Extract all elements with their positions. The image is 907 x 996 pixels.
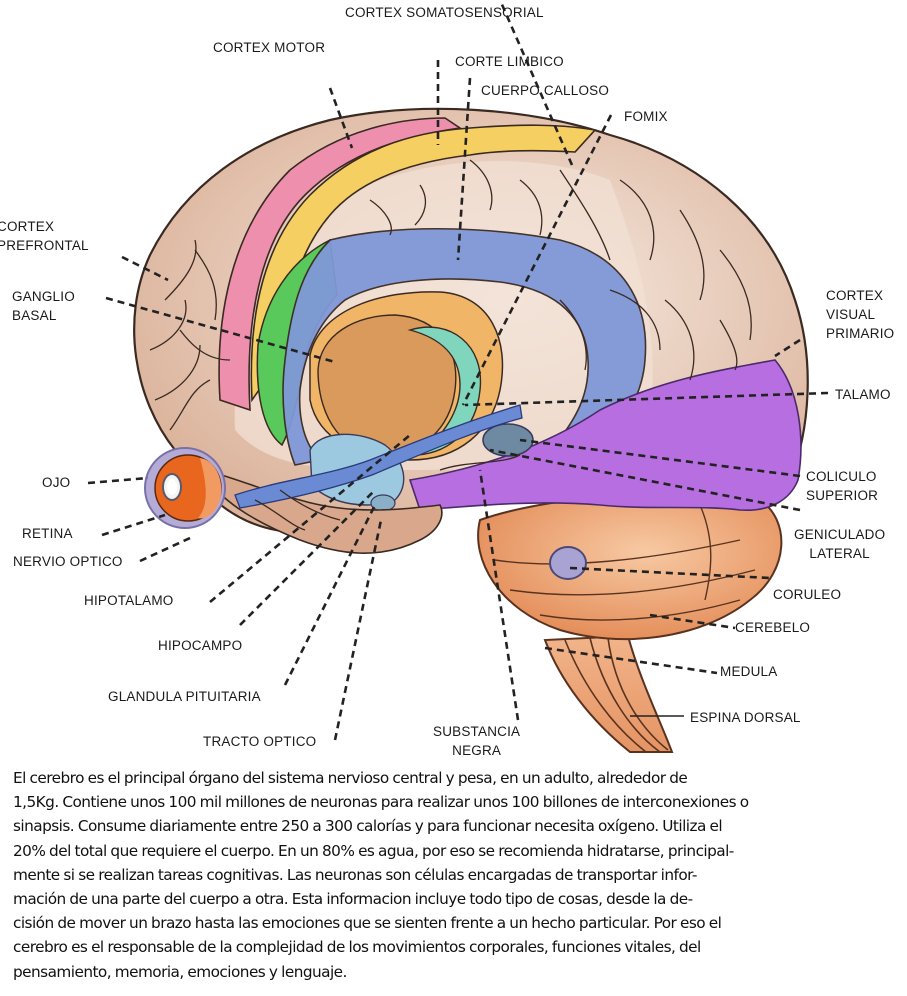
label-cortex-somatosensorial: CORTEX SOMATOSENSORIAL: [345, 5, 544, 20]
label-cortex-visual-line1: CORTEX: [826, 288, 884, 303]
label-glandula-pituitaria: GLANDULA PITUITARIA: [108, 689, 261, 704]
label-coruleo: CORULEO: [773, 587, 842, 602]
label-cortex-visual-line2: VISUAL: [826, 307, 876, 322]
label-medula: MEDULA: [720, 664, 778, 679]
label-substancia-negra: SUBSTANCIA NEGRA: [433, 722, 520, 760]
label-nervio-optico: NERVIO OPTICO: [13, 554, 123, 569]
paragraph-line: El cerebro es el principal órgano del si…: [13, 769, 688, 787]
brain-diagram: [87, 0, 829, 753]
label-cortex-prefrontal: CORTEX PREFRONTAL: [0, 217, 89, 255]
paragraph-line: cerebro es el responsable de la compleji…: [13, 938, 701, 957]
cerebellum: [477, 492, 783, 641]
motor-cortex-region: [218, 117, 463, 412]
description-paragraph: El cerebro es el principal órgano del si…: [13, 766, 907, 984]
label-coliculo-line1: COLICULO: [806, 469, 877, 484]
paragraph-line: sinapsis. Consume diariamente entre 250 …: [13, 817, 723, 836]
label-geniculado-line1: GENICULADO: [794, 527, 886, 542]
label-ganglio-basal: GANGLIO BASAL: [12, 287, 75, 325]
spinal-cord: [543, 634, 674, 753]
label-espina-dorsal: ESPINA DORSAL: [690, 710, 801, 725]
label-coliculo-line2: SUPERIOR: [806, 488, 879, 503]
label-ganglio-basal-line1: GANGLIO: [12, 289, 75, 304]
label-cuerpo-calloso: CUERPO CALLOSO: [481, 83, 610, 98]
label-cortex-visual-line3: PRIMARIO: [826, 326, 895, 341]
corpus-callosum-region: [282, 227, 647, 466]
geniculate-nucleus: [482, 423, 534, 457]
label-talamo: TALAMO: [835, 387, 891, 402]
label-substancia-line2: NEGRA: [452, 743, 502, 758]
paragraph-line: mación de una parte del cuerpo a otra. E…: [13, 890, 693, 909]
paragraph-line: mente si se realizan tareas cognitivas. …: [13, 865, 697, 884]
label-cortex-prefrontal-line2: PREFRONTAL: [0, 238, 89, 253]
label-ganglio-basal-line2: BASAL: [12, 308, 57, 323]
paragraph-line: pensamiento, memoria, emociones y lengua…: [13, 962, 347, 981]
optic-nerve: [234, 404, 523, 509]
label-hipotalamo: HIPOTALAMO: [84, 593, 174, 608]
label-substancia-line1: SUBSTANCIA: [433, 724, 521, 739]
label-geniculado-lateral: GENICULADO LATERAL: [794, 525, 885, 563]
label-cerebelo: CEREBELO: [735, 620, 811, 635]
leader-lines: [87, 0, 829, 741]
sulci-lines: [149, 159, 752, 531]
label-ojo: OJO: [42, 475, 71, 490]
label-tracto-optico: TRACTO OPTICO: [203, 734, 317, 749]
label-fomix: FOMIX: [624, 109, 668, 124]
label-retina: RETINA: [22, 526, 73, 541]
paragraph-line: cisión de mover un brazo hasta las emoci…: [13, 914, 722, 933]
label-cortex-prefrontal-line1: CORTEX: [0, 219, 55, 234]
paragraph-line: 1,5Kg. Contiene unos 100 mil millones de…: [13, 793, 749, 812]
limbic-cortex-region: [250, 124, 597, 403]
label-corte-limbico: CORTE LIMBICO: [455, 54, 564, 69]
label-hipocampo: HIPOCAMPO: [158, 638, 243, 653]
label-geniculado-line2: LATERAL: [809, 546, 870, 561]
label-coliculo-superior: COLICULO SUPERIOR: [806, 467, 878, 505]
paragraph-line: 20% del total que requiere el cuerpo. En…: [13, 841, 734, 860]
label-cortex-visual-primario: CORTEX VISUAL PRIMARIO: [826, 286, 894, 343]
eye: [144, 447, 226, 529]
label-cortex-motor: CORTEX MOTOR: [213, 40, 326, 55]
